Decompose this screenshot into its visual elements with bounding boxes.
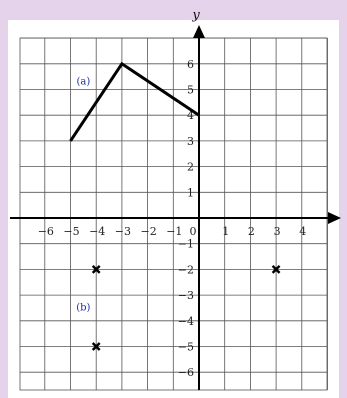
y-tick-label: −5 bbox=[178, 341, 194, 354]
y-tick-label: −1 bbox=[178, 238, 194, 251]
y-tick-label: −6 bbox=[178, 366, 194, 379]
y-tick-label: 4 bbox=[187, 109, 194, 122]
y-tick-labels: 6 5 4 3 2 1 −1 −2 −3 −4 −5 −6 bbox=[178, 58, 194, 379]
x-tick-label: 4 bbox=[299, 225, 306, 238]
x-tick-label: −4 bbox=[89, 225, 105, 238]
y-tick-label: 1 bbox=[187, 186, 194, 199]
x-tick-label: −5 bbox=[63, 225, 79, 238]
annotation-label: (b) bbox=[76, 303, 90, 314]
x-tick-label: 0 bbox=[190, 225, 197, 238]
cross-point-marker bbox=[271, 265, 281, 274]
y-axis-label: y bbox=[191, 8, 200, 23]
cross-point-marker bbox=[91, 265, 101, 274]
y-axis-arrow-icon bbox=[193, 25, 205, 38]
y-tick-label: 5 bbox=[187, 84, 194, 97]
y-tick-label: −3 bbox=[178, 289, 194, 302]
y-tick-label: −4 bbox=[178, 315, 194, 328]
y-tick-label: −2 bbox=[178, 263, 194, 276]
axes: y bbox=[10, 8, 341, 390]
grid-border bbox=[19, 37, 328, 391]
x-tick-label: 3 bbox=[274, 225, 281, 238]
cross-stroke bbox=[271, 265, 281, 274]
x-axis-arrow-icon bbox=[328, 212, 341, 224]
y-tick-label: 3 bbox=[187, 135, 194, 148]
x-tick-labels: −6 −5 −4 −3 −2 −1 0 1 2 3 4 bbox=[38, 225, 307, 238]
x-tick-label: 2 bbox=[248, 225, 255, 238]
x-tick-label: −3 bbox=[115, 225, 131, 238]
annotation-label: (a) bbox=[76, 76, 90, 87]
x-tick-label: 1 bbox=[222, 225, 229, 238]
annotation-labels: (a) (b) bbox=[76, 76, 90, 313]
shape-a-polyline bbox=[69, 61, 200, 142]
y-tick-label: 6 bbox=[187, 58, 194, 71]
x-tick-label: −1 bbox=[166, 225, 182, 238]
cross-point-marker bbox=[91, 342, 101, 351]
x-tick-label: −6 bbox=[38, 225, 54, 238]
x-tick-label: −2 bbox=[140, 225, 156, 238]
cross-stroke bbox=[91, 265, 101, 274]
plotted-shapes bbox=[69, 61, 281, 351]
y-tick-label: 2 bbox=[187, 161, 194, 174]
cross-stroke bbox=[91, 342, 101, 351]
